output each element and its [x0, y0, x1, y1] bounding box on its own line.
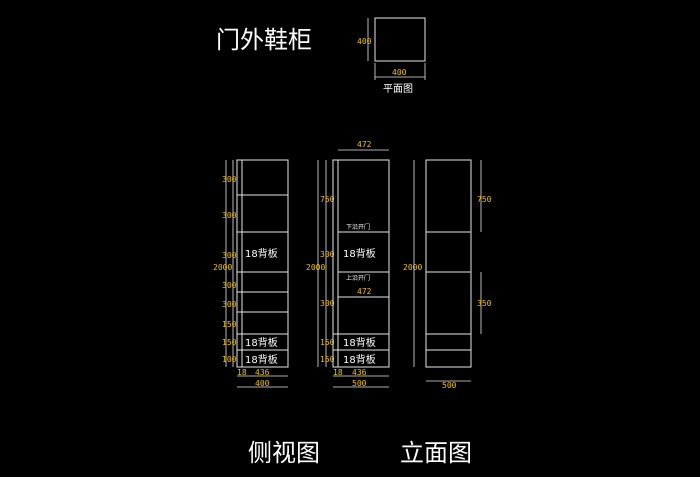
plan-dim-width: 400: [392, 68, 407, 77]
front-dim-top: 472: [357, 140, 372, 149]
front-dim-bottom-small: 18: [333, 368, 343, 377]
side-dim-row-5: 300: [222, 300, 237, 309]
front-panel-label-1: 18背板: [343, 247, 376, 260]
right-cabinet-outline: [425, 159, 472, 368]
front-dim-left-5: 150: [320, 355, 335, 364]
side-view: 2000 300 300 300 300 300 150 150 100 18背…: [213, 159, 289, 388]
side-dim-row-4: 300: [222, 281, 237, 290]
side-panel-label-3: 18背板: [245, 353, 278, 366]
right-niche-upper: [425, 231, 472, 273]
front-dim-left-3: 300: [320, 299, 335, 308]
front-panel-label-3: 18背板: [343, 353, 376, 366]
side-dim-row-6: 150: [222, 320, 237, 329]
front-open-niche-lower: [337, 296, 390, 335]
side-dim-row-1: 300: [222, 175, 237, 184]
front-open-niche-upper: [337, 231, 390, 273]
front-dim-mid-width: 472: [357, 287, 372, 296]
front-dim-left-4: 150: [320, 338, 335, 347]
right-dim-1: 750: [477, 195, 492, 204]
side-dim-bottom-small: 18: [237, 368, 247, 377]
right-view: 2000 750 350 500: [403, 159, 492, 390]
front-door-note-bottom: 上沿开门: [346, 274, 370, 282]
plan-dim-depth: 400: [357, 37, 372, 46]
side-view-caption: 侧视图: [248, 439, 320, 467]
side-dim-total: 2000: [213, 263, 232, 272]
plan-caption: 平面图: [383, 83, 413, 95]
front-view: 472 2000 750 300 300 150 150 下沿开门 上沿开门 4…: [306, 140, 390, 388]
plan-view: 400 400 平面图: [357, 17, 426, 95]
right-drawer: [425, 333, 472, 351]
front-dim-left-2: 300: [320, 250, 335, 259]
right-dim-bottom: 500: [442, 381, 457, 390]
front-door-note-top: 下沿开门: [346, 223, 370, 231]
front-dim-bottom-total: 500: [352, 379, 367, 388]
side-dim-row-8: 100: [222, 355, 237, 364]
plan-outline: [374, 17, 426, 62]
side-dim-row-2: 300: [222, 211, 237, 220]
right-dim-total: 2000: [403, 263, 422, 272]
front-cabinet-outline: [332, 159, 390, 368]
front-panel-label-2: 18背板: [343, 336, 376, 349]
side-dim-bottom-total: 400: [255, 379, 270, 388]
side-dim-row-3: 300: [222, 251, 237, 260]
side-cabinet-outline: [236, 159, 289, 368]
side-dim-bottom-inner: 436: [255, 368, 270, 377]
side-dim-row-7: 150: [222, 338, 237, 347]
drawing-title: 门外鞋柜: [216, 26, 312, 54]
right-dim-2: 350: [477, 299, 492, 308]
front-view-caption: 立面图: [400, 439, 472, 467]
front-dim-total: 2000: [306, 263, 325, 272]
front-dim-bottom-inner: 436: [352, 368, 367, 377]
front-dim-left-1: 750: [320, 195, 335, 204]
side-panel-label-1: 18背板: [245, 247, 278, 260]
side-panel-label-2: 18背板: [245, 336, 278, 349]
